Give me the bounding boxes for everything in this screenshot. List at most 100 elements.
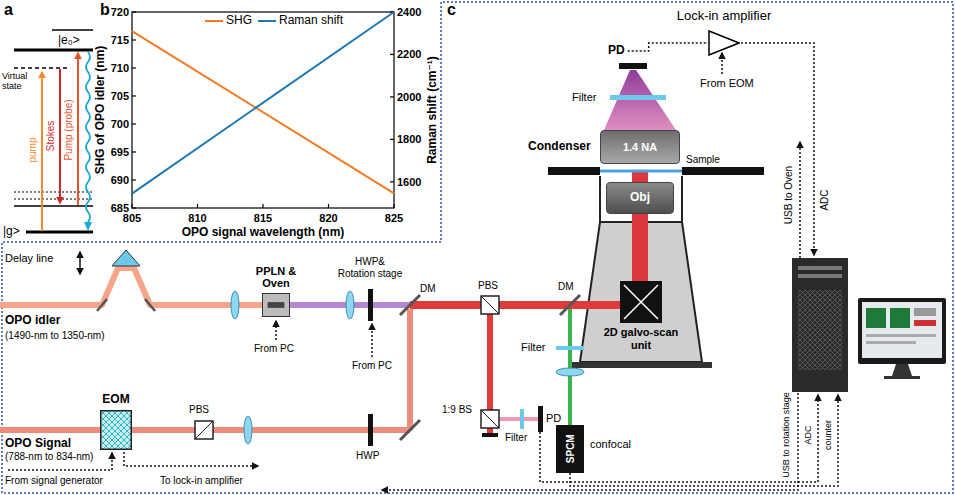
sample-stage-part bbox=[682, 167, 764, 175]
detection-cone bbox=[604, 63, 676, 130]
spcm-detector: SPCM bbox=[556, 425, 584, 473]
ppln-oven: PPLN & Oven bbox=[262, 293, 290, 317]
component-label: PBS bbox=[478, 280, 498, 292]
panel-letter: c bbox=[447, 1, 456, 19]
computer-part bbox=[798, 266, 842, 270]
node-heading: PPLN & Oven bbox=[249, 265, 303, 290]
lock-in-amplifier: Lock-in amplifier bbox=[708, 30, 740, 56]
axis-tick-label: 2000 bbox=[397, 91, 421, 104]
energy-level-diagram-part bbox=[52, 29, 93, 31]
node-heading: 2D galvo-scan unit bbox=[601, 326, 681, 351]
detection-cone-part bbox=[610, 95, 666, 100]
axis-tick-label: 695 bbox=[111, 146, 129, 159]
signal-label: From EOM bbox=[700, 77, 754, 90]
tick-mark bbox=[132, 151, 136, 152]
signal-wires-part bbox=[275, 321, 277, 340]
computer-part bbox=[866, 308, 886, 328]
node-text: PD bbox=[606, 44, 627, 58]
axis-tick-label: 815 bbox=[254, 212, 272, 225]
component-label: Filter bbox=[505, 432, 527, 444]
sample-stage bbox=[548, 167, 764, 175]
tick-mark bbox=[132, 39, 136, 40]
idler-beam-part bbox=[97, 299, 107, 311]
beam-range: (1490-nm to 1350-nm) bbox=[5, 330, 105, 342]
tick-mark bbox=[390, 54, 394, 55]
signal-label: ADC bbox=[803, 425, 813, 444]
optics-part bbox=[481, 410, 499, 428]
galvo-scanner: 2D galvo-scan unit bbox=[620, 281, 662, 323]
component-label: HWP bbox=[356, 450, 379, 462]
component-label: HWP& Rotation stage bbox=[337, 256, 403, 279]
axis-tick-label: 1800 bbox=[397, 133, 421, 146]
signal-label: ADC bbox=[819, 189, 831, 210]
tick-mark bbox=[132, 67, 136, 68]
axis-tick-label: 1600 bbox=[397, 176, 421, 189]
optics-part bbox=[560, 295, 580, 315]
state-label: Virtual state bbox=[2, 71, 38, 92]
energy-level-diagram bbox=[14, 30, 93, 232]
node-text: SPCM bbox=[564, 435, 576, 464]
optics-part bbox=[368, 289, 373, 321]
beam-label: OPO idler bbox=[5, 314, 60, 328]
energy-level-diagram-part bbox=[14, 205, 93, 207]
optics-part bbox=[400, 420, 420, 440]
optics-part bbox=[368, 414, 373, 446]
tick-mark bbox=[390, 96, 394, 97]
optics-part bbox=[195, 421, 213, 439]
component-label: Filter bbox=[521, 341, 545, 354]
galvo-scanner-shape bbox=[620, 281, 662, 323]
signal-label: USB to Oven bbox=[783, 166, 795, 224]
combined-beam-part bbox=[410, 301, 620, 309]
optics-part bbox=[482, 433, 498, 437]
component-label: DM bbox=[420, 283, 436, 295]
axis-title: OPO signal wavelength (nm) bbox=[182, 226, 345, 240]
axis-tick-label: 820 bbox=[319, 212, 337, 225]
computer bbox=[792, 258, 946, 392]
legend-line bbox=[258, 20, 276, 22]
eom-modulator-shape bbox=[100, 410, 132, 450]
energy-level-diagram-part bbox=[14, 49, 93, 52]
eom-crystal bbox=[101, 411, 132, 450]
sample-stage-part bbox=[600, 170, 682, 173]
component-label: DM bbox=[558, 281, 574, 293]
beam-range: (788-nm to 834-nm) bbox=[5, 451, 93, 463]
computer-part bbox=[862, 302, 942, 358]
legend-item: Raman shift bbox=[258, 14, 343, 28]
detection-cone-part bbox=[604, 70, 676, 130]
microscope-body-part bbox=[681, 176, 683, 222]
signal-wires-part bbox=[371, 324, 373, 357]
signal-label: counter bbox=[823, 420, 833, 450]
tick-mark bbox=[390, 181, 394, 182]
idler-beam-part bbox=[145, 299, 155, 311]
component-label: PBS bbox=[189, 404, 209, 416]
node-text: Obj bbox=[630, 191, 650, 205]
signal-wires-part bbox=[741, 43, 814, 255]
energy-level-diagram-part bbox=[77, 53, 79, 205]
state-label: |e₀> bbox=[58, 34, 80, 48]
component-label: Sample bbox=[686, 154, 720, 166]
optics-part bbox=[481, 296, 499, 314]
computer-part bbox=[892, 364, 912, 376]
node-heading: EOM bbox=[102, 393, 129, 407]
state-label: |g> bbox=[3, 225, 20, 239]
plot-frame bbox=[132, 12, 394, 208]
signal-wires-part bbox=[124, 452, 258, 466]
idler-beam-part bbox=[79, 252, 81, 274]
transition-label: Pump (probe) bbox=[63, 99, 75, 160]
optics-part bbox=[556, 368, 584, 376]
microscope-body-part bbox=[570, 362, 712, 368]
objective-lens: Obj bbox=[606, 182, 674, 214]
signal-label: From PC bbox=[352, 360, 392, 372]
signal-connector bbox=[628, 43, 708, 51]
energy-level-diagram-part bbox=[14, 191, 93, 192]
ppln-oven-shape bbox=[262, 293, 290, 317]
axis-tick-label: 825 bbox=[385, 212, 403, 225]
signal-wires-part bbox=[799, 142, 801, 258]
optics-part bbox=[231, 291, 239, 319]
signal-label: USB to rotation stage bbox=[781, 392, 791, 478]
photodiode: PD bbox=[606, 44, 627, 58]
axis-tick-label: 720 bbox=[111, 6, 129, 19]
optics-part bbox=[481, 410, 499, 428]
microscope-body-part bbox=[599, 176, 601, 222]
